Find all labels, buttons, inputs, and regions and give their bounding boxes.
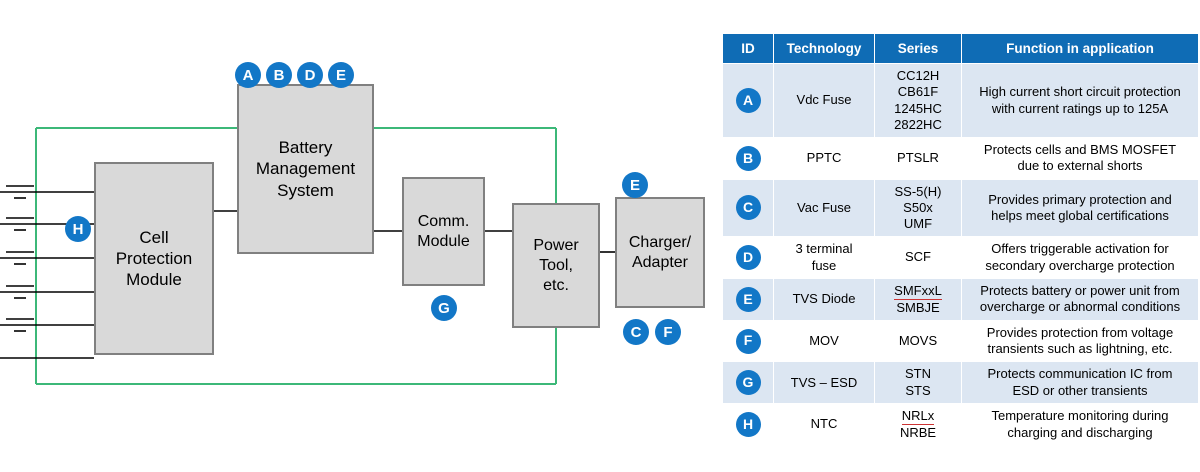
row-badge-h[interactable]: H <box>735 412 761 438</box>
badge-h-cell[interactable]: H <box>65 216 91 242</box>
badge-d-bms[interactable]: D <box>297 62 323 88</box>
cell-technology: TVS Diode <box>773 277 875 321</box>
col-header-function: Function in application <box>961 33 1199 64</box>
badge-c-charger[interactable]: C <box>623 319 649 345</box>
col-header-technology: Technology <box>773 33 875 64</box>
block-comm-module[interactable]: Comm.Module <box>402 177 485 286</box>
cell-technology: Vac Fuse <box>773 178 875 238</box>
row-badge-c[interactable]: C <box>735 195 761 221</box>
row-badge-g[interactable]: G <box>735 370 761 396</box>
cell-technology: NTC <box>773 402 875 447</box>
cell-technology: MOV <box>773 319 875 363</box>
series-underlined-part: SMFxxL <box>894 282 942 300</box>
col-header-series: Series <box>874 33 962 64</box>
cell-technology: TVS – ESD <box>773 361 875 404</box>
cell-id: H <box>722 402 774 447</box>
cell-id: G <box>722 361 774 404</box>
badge-b-bms[interactable]: B <box>266 62 292 88</box>
block-comm-module-label: Comm.Module <box>417 212 470 250</box>
block-charger-adapter-label: Charger/Adapter <box>628 233 692 271</box>
block-charger-adapter[interactable]: Charger/Adapter <box>615 197 705 308</box>
table-header-row: ID Technology Series Function in applica… <box>722 33 1199 64</box>
cell-id: F <box>722 319 774 363</box>
battery-cell-symbols <box>0 185 94 359</box>
cell-id: E <box>722 277 774 321</box>
cell-series: PTSLR <box>874 137 962 180</box>
badge-e-charger[interactable]: E <box>622 172 648 198</box>
badge-g-comm[interactable]: G <box>431 295 457 321</box>
cell-id: C <box>722 178 774 238</box>
row-badge-f[interactable]: F <box>735 328 761 354</box>
component-reference-table: ID Technology Series Function in applica… <box>722 33 1199 447</box>
series-underlined-part: NRLx <box>901 407 935 425</box>
cell-series: SCF <box>874 236 962 279</box>
cell-technology: Vdc Fuse <box>773 63 875 138</box>
col-header-id: ID <box>722 33 774 64</box>
cell-technology: PPTC <box>773 137 875 180</box>
table: ID Technology Series Function in applica… <box>722 33 1199 447</box>
badge-f-charger[interactable]: F <box>655 319 681 345</box>
row-badge-e[interactable]: E <box>735 286 761 312</box>
cell-id: D <box>722 236 774 279</box>
badge-e-bms[interactable]: E <box>328 62 354 88</box>
row-badge-b[interactable]: B <box>735 145 761 171</box>
badge-a-bms[interactable]: A <box>235 62 261 88</box>
row-badge-a[interactable]: A <box>735 88 761 113</box>
cell-id: A <box>722 63 774 138</box>
cell-id: B <box>722 137 774 180</box>
cell-series: MOVS <box>874 319 962 363</box>
row-badge-d[interactable]: D <box>735 245 761 270</box>
